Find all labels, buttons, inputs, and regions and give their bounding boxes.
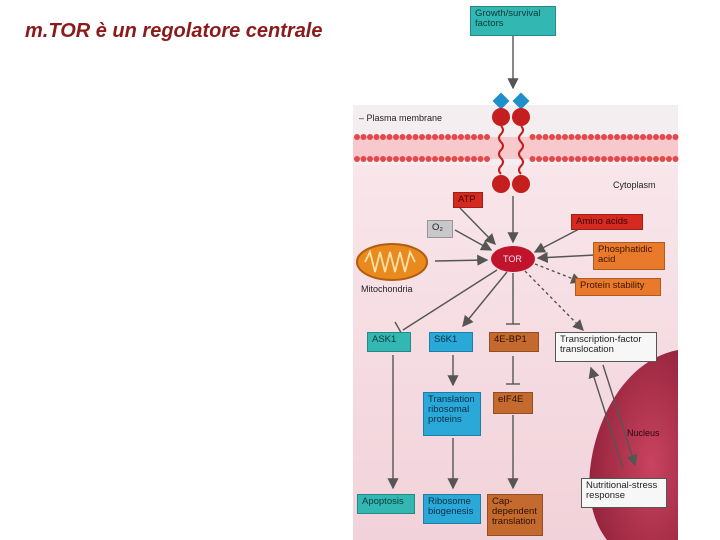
- mitochondrion: [356, 243, 428, 281]
- ligand-left: [492, 92, 510, 110]
- growth-factors-box: Growth/survival factors: [470, 6, 556, 36]
- arrow-tor-stability: [534, 263, 583, 284]
- amino-acids-box: Amino acids: [571, 214, 643, 230]
- ligand-right: [512, 92, 530, 110]
- plasma-membrane-label: – Plasma membrane: [359, 113, 443, 123]
- nucleus-label: Nucleus: [627, 428, 660, 438]
- ask1-box: ASK1: [367, 332, 411, 352]
- arrow-stress-tf: [588, 366, 624, 469]
- arrow-tor-s6k1: [462, 271, 508, 328]
- arrow-mito-tor: [434, 254, 489, 266]
- arrow-tf-stress: [602, 364, 638, 467]
- tor-node: [491, 246, 535, 272]
- diagram-graphics: [353, 36, 679, 540]
- cytoplasm-label: Cytoplasm: [613, 180, 656, 190]
- translation-ribosomal-box: Translation ribosomal proteins: [423, 392, 481, 436]
- protein-stability-box: Protein stability: [575, 278, 661, 296]
- receptor: [492, 92, 530, 193]
- mtor-pathway-diagram: Growth/survival factors – Plasma membran…: [345, 0, 685, 540]
- cap-translation-box: Cap-dependent translation: [487, 494, 543, 536]
- slide-title: m.TOR è un regolatore centrale: [25, 20, 323, 42]
- arrow-o2-tor: [454, 229, 493, 251]
- arrow-pa-tor: [536, 251, 596, 264]
- plasma-membrane: [353, 134, 679, 162]
- nutritional-stress-box: Nutritional-stress response: [581, 478, 667, 508]
- mitochondria-label: Mitochondria: [361, 284, 413, 294]
- s6k1-box: S6K1: [429, 332, 473, 352]
- arrow-tor-tf: [524, 270, 584, 331]
- arrow-amino-tor: [533, 227, 582, 253]
- apoptosis-box: Apoptosis: [357, 494, 415, 514]
- tor-label: TOR: [503, 254, 522, 264]
- tf-translocation-box: Transcription-factor translocation: [555, 332, 657, 362]
- atp-box: ATP: [453, 192, 483, 208]
- 4ebp1-box: 4E-BP1: [489, 332, 539, 352]
- o2-box: O₂: [427, 220, 453, 238]
- eif4e-box: eIF4E: [493, 392, 533, 414]
- arrow-atp-tor: [459, 207, 496, 246]
- inhibit-tor-ask1: [402, 269, 498, 331]
- ribosome-biogenesis-box: Ribosome biogenesis: [423, 494, 481, 524]
- phosphatidic-acid-box: Phosphatidic acid: [593, 242, 665, 270]
